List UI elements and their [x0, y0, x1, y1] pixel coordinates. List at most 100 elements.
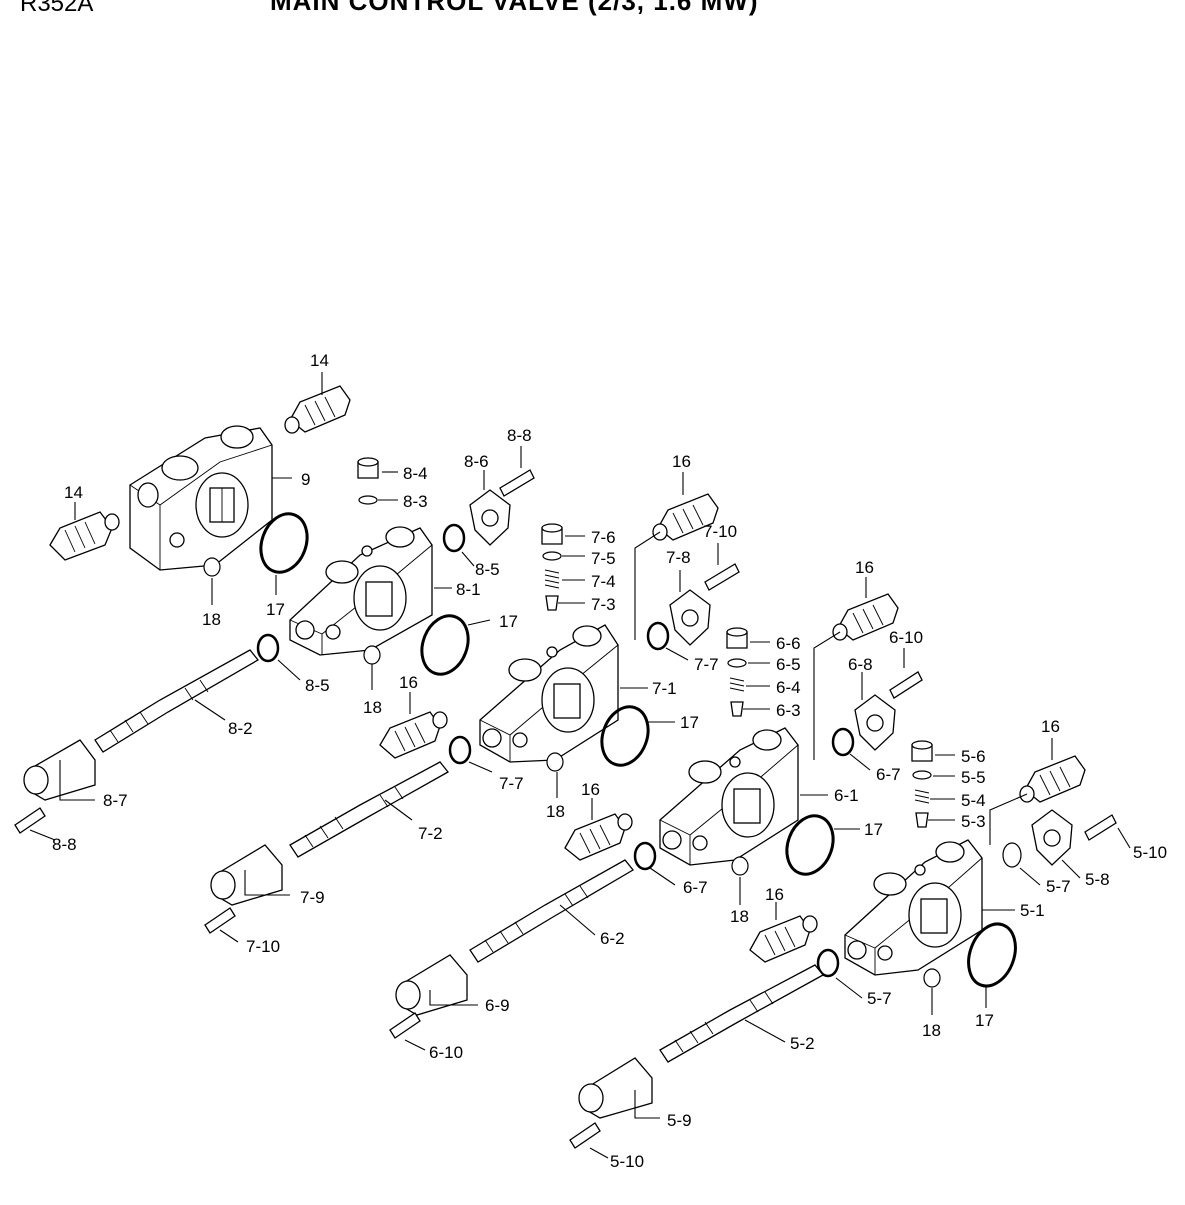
seal-18-e [923, 968, 941, 988]
callout-5-10-a: 5-10 [1133, 843, 1167, 862]
poppet-7-3 [545, 595, 559, 611]
callout-5-1: 5-1 [1020, 901, 1045, 920]
callout-6-7-b: 6-7 [683, 878, 708, 897]
o-ring-17-b [420, 614, 470, 676]
callout-5-7-a: 5-7 [1046, 877, 1071, 896]
poppet-5-3 [915, 812, 929, 828]
callout-16-b: 16 [399, 673, 418, 692]
bolt-8-8-b [14, 807, 46, 834]
callout-16-e: 16 [1041, 717, 1060, 736]
callout-6-8: 6-8 [848, 655, 873, 674]
callout-8-4: 8-4 [403, 464, 428, 483]
valve-block-8-1 [289, 526, 433, 656]
relief-valve-16-b [379, 711, 448, 759]
bolt-7-10-b [204, 907, 236, 934]
cover-6-8 [854, 694, 896, 751]
plug-7-6 [541, 523, 563, 545]
seal-18-b [363, 645, 381, 665]
o-ring-5-7-b [816, 948, 840, 978]
relief-valve-16-c [832, 593, 899, 641]
callout-7-3: 7-3 [591, 595, 616, 614]
bolt-6-10-b [389, 1012, 421, 1039]
callout-7-5: 7-5 [591, 549, 616, 568]
callout-18-a: 18 [202, 610, 221, 629]
o-ring-17-c [600, 705, 650, 767]
callout-6-7-a: 6-7 [876, 765, 901, 784]
bolt-7-10-a [704, 563, 740, 591]
callout-8-8-a: 8-8 [507, 426, 532, 445]
callout-6-5: 6-5 [776, 655, 801, 674]
callout-17-c: 17 [680, 713, 699, 732]
callout-7-8: 7-8 [666, 548, 691, 567]
callout-6-4: 6-4 [776, 678, 801, 697]
valve-block-5-1 [844, 839, 983, 976]
o-ring-17-a [259, 512, 309, 574]
cover-8-6 [469, 489, 511, 546]
callout-8-2: 8-2 [228, 719, 253, 738]
seal-18-a [203, 557, 221, 577]
model-number: R352A [20, 0, 94, 17]
leader-lines [29, 372, 1131, 1159]
plug-8-4 [357, 457, 379, 479]
callout-6-1: 6-1 [834, 786, 859, 805]
o-ring-6-7-a [831, 727, 855, 757]
callout-7-9: 7-9 [300, 888, 325, 907]
o-ring-17-e [967, 922, 1017, 988]
callout-8-5-a: 8-5 [475, 560, 500, 579]
spool-5-2 [659, 964, 824, 1063]
callout-18-d: 18 [730, 907, 749, 926]
o-ring-17-d [785, 814, 835, 876]
callout-6-6: 6-6 [776, 634, 801, 653]
callout-6-10-b: 6-10 [429, 1043, 463, 1062]
o-ring-8-5-b [256, 633, 280, 663]
callout-5-6: 5-6 [961, 747, 986, 766]
o-ring-7-7-b [448, 735, 472, 765]
valve-block-7-1 [479, 624, 619, 763]
relief-valve-16-d [564, 813, 633, 861]
cover-5-8 [1031, 809, 1073, 866]
valve-block-9 [129, 425, 273, 571]
callout-17-e: 17 [975, 1011, 994, 1030]
o-ring-5-7-a [1002, 842, 1022, 868]
callout-8-8-b: 8-8 [52, 835, 77, 854]
callout-9: 9 [301, 470, 310, 489]
callout-7-10-a: 7-10 [703, 522, 737, 541]
seal-18-d [731, 856, 749, 876]
o-ring-8-3 [358, 495, 378, 505]
bolt-5-10-a [1084, 814, 1117, 841]
relief-valve-16-f [749, 915, 818, 963]
bolt-6-10-a [889, 671, 923, 699]
callout-5-2: 5-2 [790, 1034, 815, 1053]
callout-17-a: 17 [266, 600, 285, 619]
bolt-8-8-a [499, 469, 535, 497]
bolt-5-10-b [569, 1122, 601, 1149]
callout-16-c: 16 [855, 558, 874, 577]
cap-7-9 [210, 844, 283, 906]
callout-18-b: 18 [363, 698, 382, 717]
callout-6-3: 6-3 [776, 701, 801, 720]
callout-18-c: 18 [546, 802, 565, 821]
callout-7-7-a: 7-7 [694, 655, 719, 674]
o-ring-7-7-a [646, 621, 670, 651]
callout-8-1: 8-1 [456, 580, 481, 599]
callout-5-9: 5-9 [667, 1111, 692, 1130]
callout-8-5-b: 8-5 [305, 676, 330, 695]
spool-6-2 [469, 859, 634, 963]
callout-5-5: 5-5 [961, 768, 986, 787]
callout-7-6: 7-6 [591, 528, 616, 547]
spring-7-4 [544, 569, 560, 589]
o-ring-5-5 [912, 770, 932, 780]
callout-8-7: 8-7 [103, 791, 128, 810]
callout-5-8: 5-8 [1085, 870, 1110, 889]
callout-7-4: 7-4 [591, 572, 616, 591]
cap-5-9 [578, 1057, 653, 1119]
callout-8-6: 8-6 [464, 452, 489, 471]
spool-7-2 [289, 761, 449, 858]
spool-8-2 [94, 649, 259, 753]
cover-7-8 [669, 589, 711, 646]
callout-labels: 14 14 9 17 18 8-4 8-3 8-6 8-8 8-5 8-1 8-… [52, 351, 1167, 1171]
callout-6-2: 6-2 [600, 929, 625, 948]
callout-6-9: 6-9 [485, 996, 510, 1015]
diagram-title: MAIN CONTROL VALVE (2/3, 1.6 MW) [270, 0, 759, 16]
